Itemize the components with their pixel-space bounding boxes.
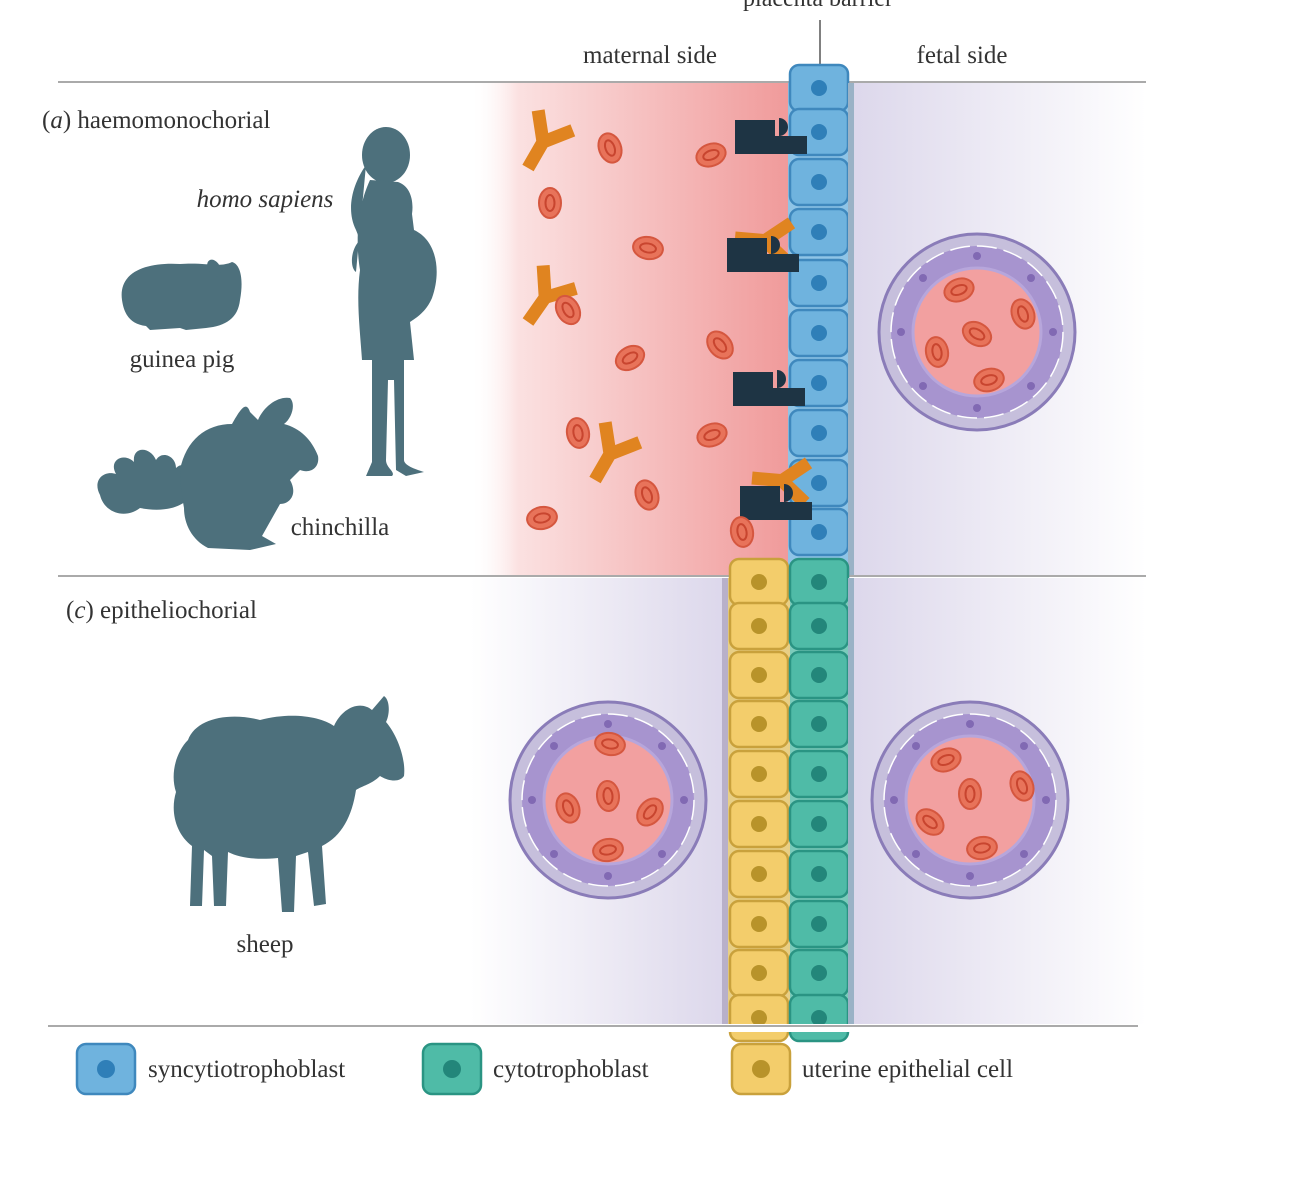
legend-item-syncytiotrophoblast: syncytiotrophoblast <box>75 1042 345 1096</box>
fetal-capillary-a <box>877 232 1077 432</box>
cytotrophoblast-layer <box>788 557 854 1043</box>
legend: syncytiotrophoblast cytotrophoblast uter… <box>75 1042 1013 1096</box>
sheep-silhouette <box>173 696 405 912</box>
legend-item-cytotrophoblast: cytotrophoblast <box>421 1042 649 1096</box>
sheep-label: sheep <box>237 931 294 958</box>
panel-c-letter: c <box>74 597 85 624</box>
panel-a-letter: a <box>50 107 63 134</box>
maternal-side-label: maternal side <box>583 42 717 69</box>
placenta-barrier-label: placenta barrier <box>743 0 893 12</box>
panel-a: (a) haemomonochorial homo sapiens guinea… <box>42 63 1146 575</box>
guinea-pig-label: guinea pig <box>130 346 235 373</box>
panel-a-title: haemomonochorial <box>77 107 270 134</box>
legend-label: cytotrophoblast <box>493 1056 649 1083</box>
legend-label: uterine epithelial cell <box>802 1056 1013 1083</box>
human-silhouette <box>351 127 437 476</box>
maternal-capillary-c <box>508 700 708 900</box>
chinchilla-silhouette <box>97 397 319 550</box>
guinea-pig-silhouette <box>121 259 242 330</box>
fetal-side-label: fetal side <box>917 42 1008 69</box>
panel-a-label: (a) haemomonochorial <box>42 107 270 134</box>
legend-label: syncytiotrophoblast <box>148 1056 345 1083</box>
panel-c-label: (c) epitheliochorial <box>66 597 257 624</box>
panel-c: (c) epitheliochorial sheep <box>66 557 1146 1043</box>
fetal-capillary-c <box>870 700 1070 900</box>
chinchilla-label: chinchilla <box>291 514 390 541</box>
uterine-epithelial-layer <box>722 557 790 1043</box>
panel-c-title: epitheliochorial <box>100 597 257 624</box>
human-species-label: homo sapiens <box>197 186 334 213</box>
legend-item-uterine-epithelial-cell: uterine epithelial cell <box>730 1042 1013 1096</box>
